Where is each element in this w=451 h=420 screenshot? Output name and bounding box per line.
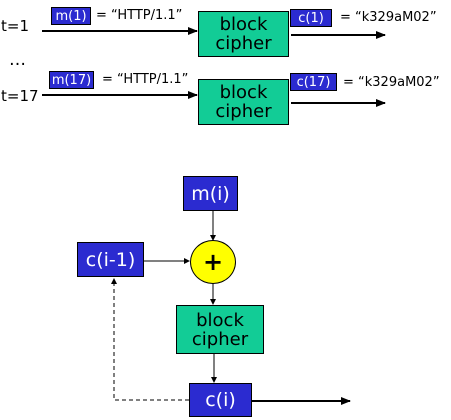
row1-block-cipher: block cipher: [198, 11, 289, 57]
row2-time-label: t=17: [1, 87, 39, 105]
row1-c-box: c(1): [290, 9, 332, 27]
feedback-dashed-line: [111, 278, 189, 401]
row2-cipher-line2: cipher: [215, 101, 272, 122]
row1-time-label: t=1: [1, 17, 29, 35]
row2-c-box: c(17): [290, 73, 337, 91]
m-i-box: m(i): [183, 176, 238, 211]
c-i-box: c(i): [189, 383, 252, 417]
row2-m-box: m(17): [49, 71, 94, 89]
row1-m-value: = “HTTP/1.1”: [96, 8, 183, 23]
row1-m-box: m(1): [51, 7, 91, 25]
ellipsis: …: [9, 50, 26, 70]
row1-c-value: = “k329aM02”: [340, 10, 437, 25]
cbc-block-cipher: block cipher: [176, 305, 264, 354]
row2-cipher-line1: block: [219, 82, 268, 103]
row1-cipher-line1: block: [219, 14, 268, 35]
row2-c-value: = “k329aM02”: [343, 75, 440, 90]
cbc-cipher-line2: cipher: [191, 328, 249, 350]
xor-operator: +: [190, 240, 236, 284]
cbc-cipher-line1: block: [196, 309, 244, 331]
row2-block-cipher: block cipher: [198, 79, 289, 125]
c-prev-box: c(i-1): [77, 242, 144, 277]
row2-m-value: = “HTTP/1.1”: [102, 72, 189, 87]
row1-cipher-line2: cipher: [215, 33, 272, 54]
